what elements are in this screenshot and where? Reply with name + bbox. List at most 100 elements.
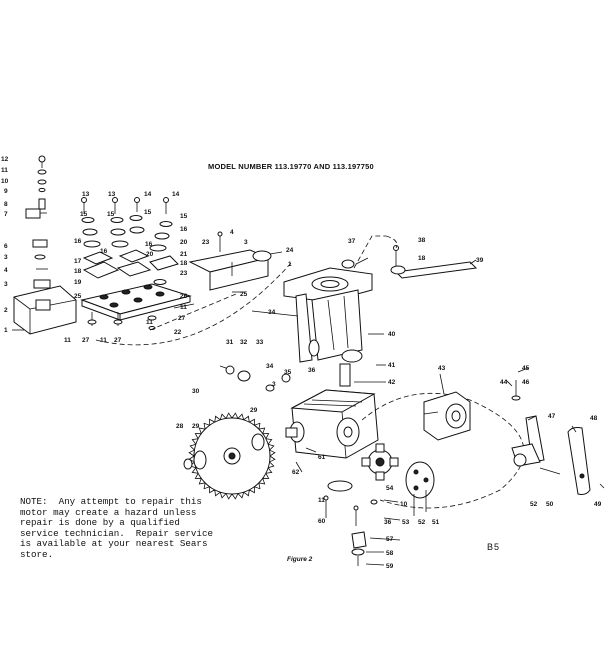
callout: 13 — [108, 191, 116, 198]
callout: 34 — [266, 363, 274, 370]
callout: 48 — [590, 415, 598, 422]
blade-teeth — [188, 412, 276, 500]
callout: 18 — [180, 260, 188, 267]
callout: 17 — [74, 258, 82, 265]
callout: 15 — [180, 213, 188, 220]
callout: 58 — [386, 550, 394, 557]
callout: 14 — [144, 191, 152, 198]
callout: 44 — [500, 379, 508, 386]
callout: 8 — [4, 201, 8, 208]
callout: 47 — [548, 413, 556, 420]
callout: 60 — [318, 518, 326, 525]
callout: 59 — [386, 563, 394, 570]
handle-assembly — [353, 235, 605, 495]
callout: 41 — [388, 362, 396, 369]
callout: 39 — [476, 257, 484, 264]
callout: 2 — [4, 307, 8, 314]
callout: 33 — [256, 339, 264, 346]
callout: 62 — [292, 469, 300, 476]
callout: 61 — [318, 454, 326, 461]
callout: 6 — [4, 243, 8, 250]
page-id: B5 — [487, 542, 501, 552]
callout: 10 — [400, 501, 408, 508]
callout: 49 — [594, 501, 602, 508]
callout: 27 — [114, 337, 122, 344]
callout: 32 — [240, 339, 248, 346]
callout: 50 — [546, 501, 554, 508]
leader-lines — [251, 257, 577, 566]
callout: 30 — [192, 388, 200, 395]
switch-assembly — [12, 155, 293, 346]
callout: 29 — [250, 407, 258, 414]
callout: 11 — [1, 167, 8, 174]
repair-note: NOTE: Any attempt to repair this motor m… — [20, 496, 213, 560]
callout: 40 — [388, 331, 396, 338]
callout: 1 — [288, 261, 292, 268]
callout: 4 — [4, 267, 8, 274]
callout: 52 — [418, 519, 426, 526]
model-number-title: MODEL NUMBER 113.19770 AND 113.197750 — [208, 162, 374, 171]
callout: 42 — [388, 379, 396, 386]
callout: 4 — [230, 229, 234, 236]
callout: 3 — [4, 254, 8, 261]
callout: 26 — [180, 293, 188, 300]
callout: 15 — [107, 211, 115, 218]
callout: 7 — [4, 211, 8, 218]
motor-housing — [283, 259, 525, 566]
callout: 54 — [386, 485, 394, 492]
callout: 31 — [226, 339, 234, 346]
callout-labels: 12 11 10 9 8 7 6 3 4 3 2 1 13 13 14 14 1… — [1, 156, 602, 570]
callout: 15 — [80, 211, 88, 218]
callout: 35 — [284, 369, 292, 376]
callout: 18 — [418, 255, 426, 262]
callout: 22 — [174, 329, 182, 336]
callout: 1 — [4, 327, 8, 334]
callout: 53 — [402, 519, 410, 526]
callout: 11 — [180, 304, 187, 311]
callout: 15 — [144, 209, 152, 216]
callout: 23 — [180, 270, 188, 277]
callout: 21 — [180, 251, 188, 258]
callout: 38 — [418, 237, 426, 244]
callout: 3 — [4, 281, 8, 288]
callout: 20 — [146, 251, 154, 258]
callout: 27 — [178, 315, 186, 322]
callout: 25 — [240, 291, 248, 298]
callout: 18 — [74, 268, 82, 275]
saw-blade — [183, 365, 291, 500]
callout: 29 — [192, 423, 200, 430]
callout: 11 — [318, 497, 325, 504]
callout: 13 — [82, 191, 90, 198]
callout: 19 — [74, 279, 82, 286]
callout: 12 — [1, 156, 9, 163]
callout: 51 — [432, 519, 440, 526]
callout: 46 — [522, 379, 530, 386]
callout: 10 — [1, 178, 9, 185]
callout: 3 — [244, 239, 248, 246]
callout: 23 — [202, 239, 210, 246]
callout: 16 — [145, 241, 153, 248]
callout: 25 — [74, 293, 82, 300]
callout: 3 — [272, 381, 276, 388]
callout: 36 — [308, 367, 316, 374]
callout: 11 — [146, 319, 153, 326]
callout: 27 — [82, 337, 90, 344]
callout: 36 — [384, 519, 392, 526]
figure-label: Figure 2 — [287, 556, 313, 563]
callout: 34 — [268, 309, 276, 316]
callout: 16 — [180, 226, 188, 233]
callout: 37 — [348, 238, 356, 245]
callout: 11 — [64, 337, 71, 344]
callout: 57 — [386, 536, 394, 543]
callout: 14 — [172, 191, 180, 198]
callout: 20 — [180, 239, 188, 246]
callout: 45 — [522, 365, 530, 372]
callout: 16 — [74, 238, 82, 245]
callout: 16 — [100, 248, 108, 255]
callout: 28 — [176, 423, 184, 430]
callout: 52 — [530, 501, 538, 508]
callout: 24 — [286, 247, 294, 254]
callout: 9 — [4, 188, 8, 195]
